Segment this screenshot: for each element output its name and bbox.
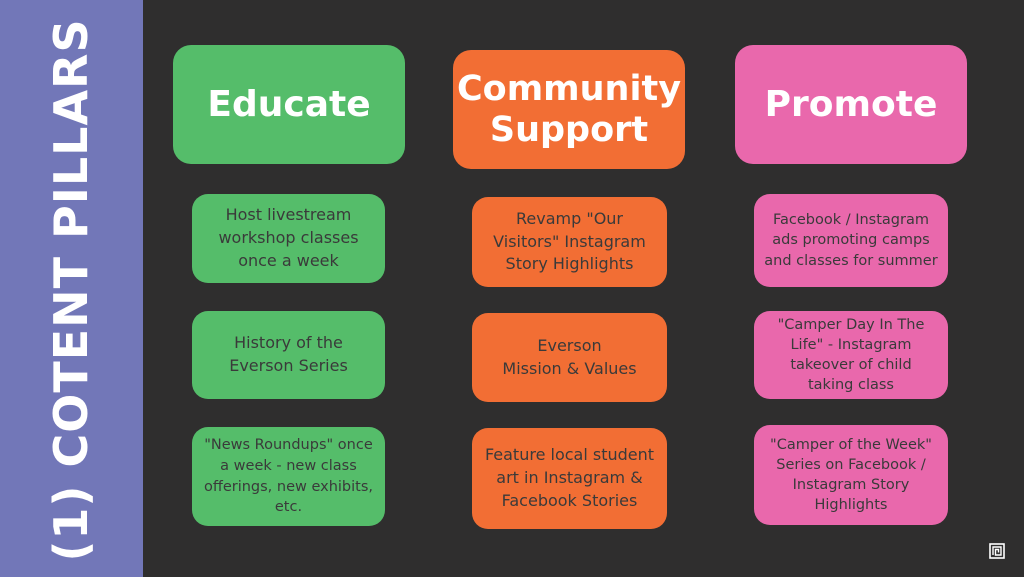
promote-item-1: Facebook / Instagram ads promoting camps… (754, 194, 948, 287)
promote-item-1-text: Facebook / Instagram ads promoting camps… (764, 211, 938, 269)
community-item-2-text: Everson Mission & Values (502, 335, 637, 378)
community-item-2: Everson Mission & Values (472, 313, 667, 402)
community-item-1: Revamp "Our Visitors" Instagram Story Hi… (472, 197, 667, 287)
community-item-1-text: Revamp "Our Visitors" Instagram Story Hi… (493, 208, 646, 274)
educate-item-3: "News Roundups" once a week - new class … (192, 427, 385, 526)
educate-item-2-text: History of the Everson Series (229, 333, 348, 375)
header-community-support: Community Support (453, 50, 685, 169)
header-educate: Educate (173, 45, 405, 164)
square-spiral-logo-icon (989, 543, 1005, 559)
promote-item-3-text: "Camper of the Week" Series on Facebook … (770, 437, 932, 513)
educate-item-2: History of the Everson Series (192, 311, 385, 399)
community-item-3-text: Feature local student art in Instagram &… (484, 445, 655, 510)
educate-item-1: Host livestream workshop classes once a … (192, 194, 385, 283)
promote-item-3: "Camper of the Week" Series on Facebook … (754, 425, 948, 525)
sidebar-band: (1) COTENT PILLARS (0, 0, 143, 577)
community-item-3: Feature local student art in Instagram &… (472, 428, 667, 529)
header-community-support-label: Community Support (456, 69, 682, 150)
header-promote-label: Promote (764, 83, 938, 125)
header-promote: Promote (735, 45, 967, 164)
educate-item-3-text: "News Roundups" once a week - new class … (203, 437, 374, 516)
header-educate-label: Educate (207, 83, 371, 125)
educate-item-1-text: Host livestream workshop classes once a … (218, 205, 359, 270)
slide-title: (1) COTENT PILLARS (44, 18, 98, 562)
promote-item-2: "Camper Day In The Life" - Instagram tak… (754, 311, 948, 399)
promote-item-2-text: "Camper Day In The Life" - Instagram tak… (777, 317, 925, 393)
